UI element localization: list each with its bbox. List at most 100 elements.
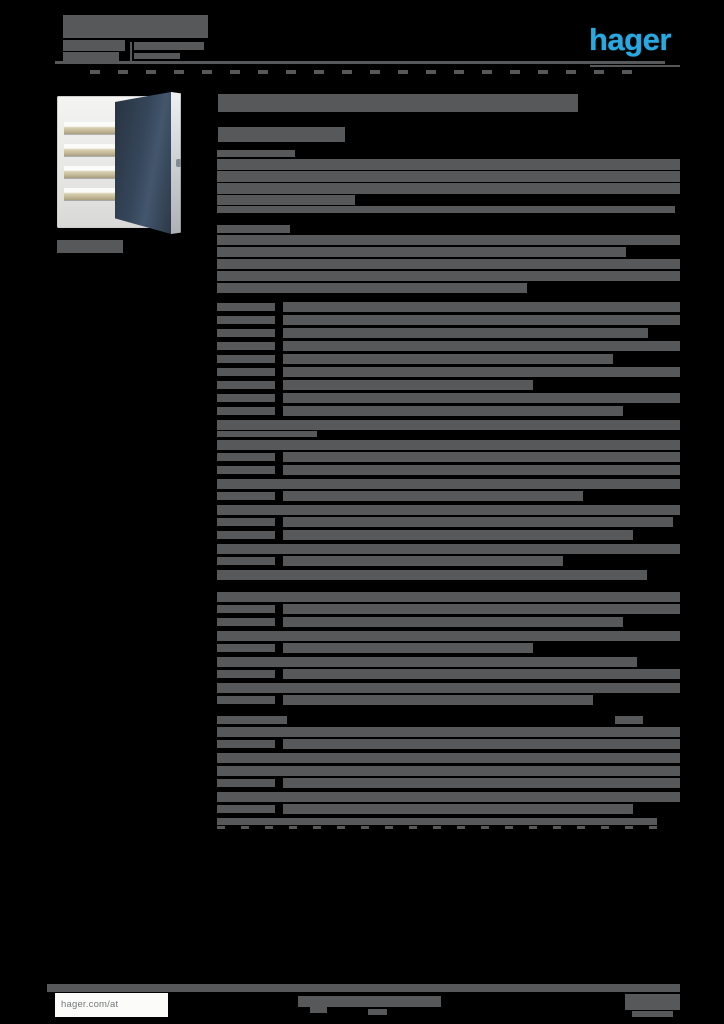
spec-text-redacted [217, 657, 637, 667]
spec-text-redacted [217, 171, 680, 182]
spec-text-redacted [217, 159, 680, 170]
header-redacted-text [63, 52, 119, 63]
table-bottom-tick-mark [529, 826, 537, 829]
spec-text-redacted [217, 407, 275, 415]
spec-text-redacted [217, 518, 275, 526]
spec-text-redacted [283, 491, 583, 501]
header-tick-mark [566, 70, 576, 74]
spec-text-redacted [217, 818, 657, 825]
header-tick-mark [202, 70, 212, 74]
header-redacted-text [134, 42, 204, 50]
header-tick-mark [538, 70, 548, 74]
spec-text-redacted [217, 727, 680, 737]
spec-text-redacted [283, 354, 613, 364]
header-redacted-text [134, 53, 180, 59]
header-tick-mark [258, 70, 268, 74]
table-bottom-tick-mark [577, 826, 585, 829]
header-tick-mark [146, 70, 156, 74]
spec-text-redacted [283, 367, 680, 377]
table-bottom-tick-mark [553, 826, 561, 829]
table-bottom-tick-mark [289, 826, 297, 829]
footer-redacted-text [632, 1011, 673, 1017]
table-bottom-tick-mark [385, 826, 393, 829]
table-bottom-tick-mark [241, 826, 249, 829]
spec-text-redacted [217, 779, 275, 787]
spec-text-redacted [217, 283, 527, 293]
spec-text-redacted [283, 328, 648, 338]
spec-text-redacted [283, 406, 623, 416]
table-bottom-tick-mark [217, 826, 225, 829]
spec-text-redacted [217, 420, 680, 430]
spec-text-redacted [217, 805, 275, 813]
spec-text-redacted [217, 235, 680, 245]
spec-text-redacted [217, 740, 275, 748]
table-bottom-tick-mark [625, 826, 633, 829]
spec-text-redacted [217, 271, 680, 281]
footer-website-link[interactable]: hager.com/at [55, 993, 168, 1017]
spec-text-redacted [217, 544, 680, 554]
spec-text-redacted [283, 517, 673, 527]
spec-text-redacted [217, 195, 355, 205]
spec-text-redacted [283, 604, 680, 614]
spec-text-redacted [283, 695, 593, 705]
header-tick-mark [510, 70, 520, 74]
header-tick-mark [314, 70, 324, 74]
spec-text-redacted [283, 393, 680, 403]
footer-redacted-text [368, 1009, 387, 1015]
header-tick-mark [174, 70, 184, 74]
spec-text-redacted [217, 150, 295, 157]
spec-text-redacted [217, 753, 680, 763]
footer-bar [47, 984, 680, 992]
spec-text-redacted [283, 530, 633, 540]
page-title-redacted [218, 94, 578, 112]
spec-text-redacted [217, 394, 275, 402]
hager-logo: hager [589, 22, 671, 57]
table-bottom-tick-mark [601, 826, 609, 829]
footer-redacted-text [625, 994, 680, 1010]
footer-redacted-text [310, 1007, 327, 1013]
table-bottom-tick-mark [649, 826, 657, 829]
spec-text-redacted [217, 303, 275, 311]
table-bottom-tick-mark [313, 826, 321, 829]
spec-text-redacted [217, 247, 626, 257]
header-tick-mark [230, 70, 240, 74]
spec-text-redacted [217, 479, 680, 489]
spec-text-redacted [217, 206, 675, 213]
spec-text-redacted [217, 670, 275, 678]
header-redacted-text [130, 42, 132, 63]
product-photo [57, 90, 185, 236]
spec-text-redacted [217, 453, 275, 461]
spec-text-redacted [217, 316, 275, 324]
table-bottom-tick-mark [409, 826, 417, 829]
spec-text-redacted [217, 766, 680, 776]
header-tick-mark [286, 70, 296, 74]
spec-text-redacted [217, 183, 680, 194]
spec-text-redacted [217, 618, 275, 626]
table-bottom-tick-mark [361, 826, 369, 829]
spec-text-redacted [283, 380, 533, 390]
spec-text-redacted [217, 531, 275, 539]
spec-text-redacted [283, 669, 680, 679]
spec-text-redacted [283, 465, 680, 475]
spec-text-redacted [217, 696, 275, 704]
spec-text-redacted [283, 302, 680, 312]
spec-text-redacted [217, 329, 275, 337]
spec-text-redacted [217, 557, 275, 565]
spec-text-redacted [217, 381, 275, 389]
product-reference-redacted [57, 240, 123, 253]
header-redacted-text [63, 40, 125, 51]
spec-text-redacted [217, 631, 680, 641]
spec-text-redacted [217, 259, 680, 269]
spec-text-redacted [217, 644, 275, 652]
spec-text-redacted [283, 804, 633, 814]
spec-text-redacted [217, 570, 647, 580]
spec-text-redacted [283, 617, 623, 627]
spec-text-redacted [217, 792, 680, 802]
spec-text-redacted [217, 716, 287, 724]
spec-text-redacted [283, 556, 563, 566]
table-bottom-tick-mark [457, 826, 465, 829]
header-tick-mark [482, 70, 492, 74]
spec-text-redacted [283, 739, 680, 749]
header-tick-mark [594, 70, 604, 74]
